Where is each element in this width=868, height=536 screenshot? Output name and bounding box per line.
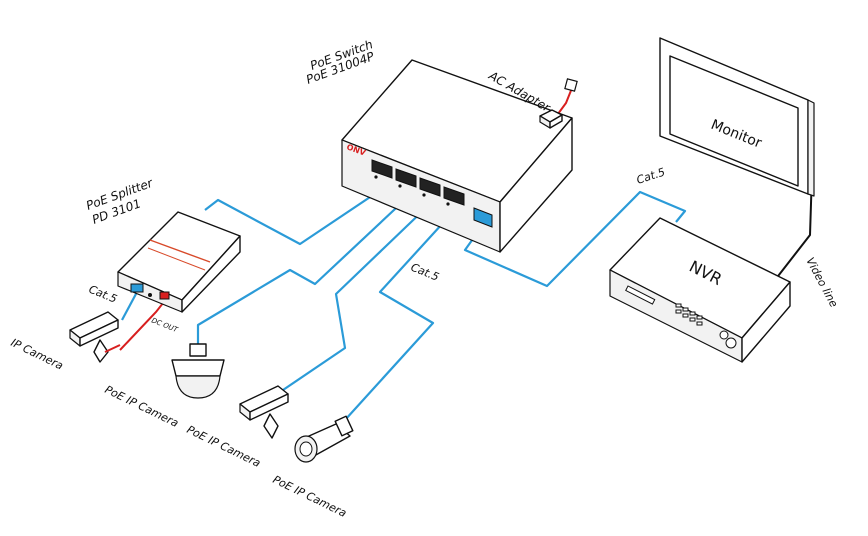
ac-adapter	[539, 78, 578, 129]
nvr-drive-slot	[625, 285, 656, 305]
led-icon	[148, 293, 152, 297]
monitor	[659, 37, 815, 197]
poe-camera-label-3: PoE IP Camera	[271, 473, 349, 520]
led-icon	[422, 193, 426, 197]
cable-dome-switch	[196, 194, 411, 356]
cable-boxcam-switch	[282, 201, 433, 391]
video-line-label: Video line	[803, 255, 840, 309]
nvr[interactable]	[609, 217, 791, 363]
led-icon	[398, 184, 402, 188]
led-icon	[374, 175, 378, 179]
led-icon	[446, 202, 450, 206]
nvr-front-buttons	[675, 303, 703, 326]
ip-camera-box	[69, 311, 121, 363]
jog-dial-icon[interactable]	[725, 337, 737, 349]
cat5-label-nvr: Cat.5	[635, 165, 667, 186]
splitter-dc-port[interactable]	[159, 291, 170, 300]
poe-box-camera	[239, 385, 289, 439]
cables	[119, 87, 813, 421]
switch-port-2[interactable]	[395, 168, 417, 188]
switch-port-3[interactable]	[419, 177, 441, 197]
poe-camera-label-1: PoE IP Camera	[103, 383, 181, 430]
switch-uplink-port[interactable]	[473, 207, 493, 228]
splitter-lan-port[interactable]	[130, 283, 144, 293]
cable-splitter-ipcam	[121, 291, 138, 321]
cable-bullet-switch	[344, 211, 454, 421]
poe-camera-label-2: PoE IP Camera	[185, 423, 263, 470]
bullet-camera	[294, 415, 354, 463]
dc-out-label: DC OUT	[150, 316, 179, 334]
switch-port-4[interactable]	[443, 186, 465, 206]
cable-splitter-switch	[204, 184, 389, 246]
wall-outlet-icon	[564, 78, 578, 92]
cable-switch-nvr	[463, 190, 687, 288]
poe-splitter[interactable]	[117, 211, 241, 313]
ip-camera-label: IP Camera	[9, 336, 66, 373]
power-button-icon[interactable]	[719, 330, 729, 340]
switch-port-1[interactable]	[371, 159, 393, 179]
poe-switch[interactable]: ONV	[341, 59, 573, 253]
dome-camera	[171, 343, 225, 399]
cat5-label-splitter: Cat.5	[87, 283, 119, 306]
cat5-label-switch: Cat.5	[409, 261, 441, 284]
